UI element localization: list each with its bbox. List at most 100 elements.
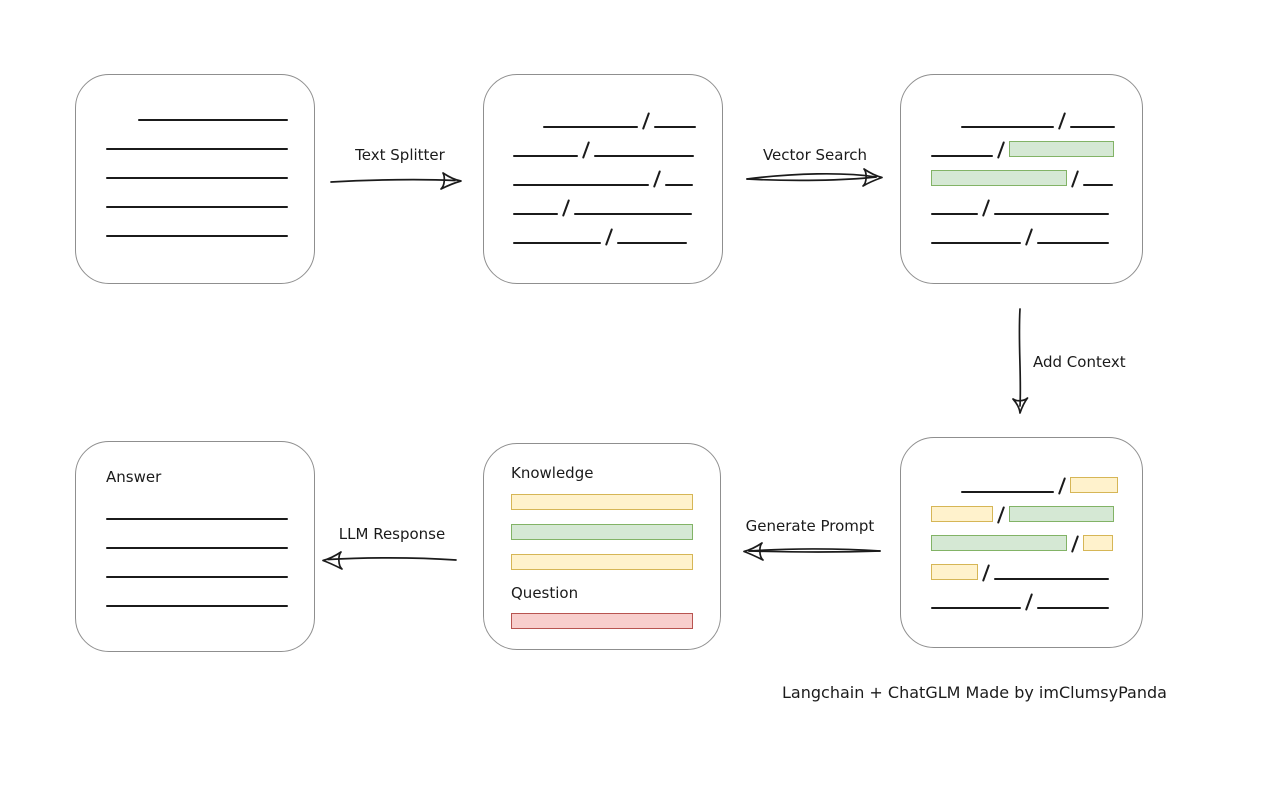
text-line <box>961 126 1054 128</box>
text-line <box>513 184 649 186</box>
text-line <box>1070 126 1115 128</box>
slash-separator <box>981 199 991 217</box>
slash-separator <box>981 564 991 582</box>
green-chunk <box>931 535 1067 551</box>
text-row <box>931 592 1142 611</box>
llm-response-arrow-icon <box>322 551 457 570</box>
context-added-box <box>900 437 1143 648</box>
text-line <box>961 491 1054 493</box>
text-line <box>106 547 288 549</box>
text-row <box>511 524 693 540</box>
text-row <box>931 169 1142 188</box>
slash-separator <box>1024 228 1034 246</box>
text-row <box>513 198 722 217</box>
text-line <box>106 177 288 179</box>
text-splitter-label: Text Splitter <box>355 146 445 164</box>
knowledge-bars <box>511 494 693 570</box>
green-chunk <box>931 170 1067 186</box>
text-line <box>513 155 578 157</box>
indent-gap <box>931 127 961 128</box>
text-row <box>931 140 1142 159</box>
text-line <box>1037 607 1109 609</box>
slash-separator <box>581 141 591 159</box>
text-row <box>513 227 722 246</box>
diagram-caption: Langchain + ChatGLM Made by imClumsyPand… <box>782 683 1167 702</box>
text-row <box>106 220 314 237</box>
context-added-rows <box>931 476 1142 611</box>
text-row <box>106 561 314 578</box>
text-row <box>106 191 314 208</box>
text-line <box>106 235 288 237</box>
answer-label: Answer <box>106 468 162 486</box>
vector-search-arrow-icon <box>746 168 883 187</box>
text-line <box>665 184 693 186</box>
yellow-chunk <box>511 554 693 570</box>
llm-response-label: LLM Response <box>338 525 446 543</box>
vector-search-label: Vector Search <box>762 146 868 164</box>
text-line <box>106 206 288 208</box>
text-row <box>106 133 314 150</box>
text-line <box>594 155 694 157</box>
text-line <box>513 213 558 215</box>
indent-gap <box>513 127 543 128</box>
text-row <box>931 505 1142 524</box>
text-row <box>106 104 314 121</box>
answer-box: Answer <box>75 441 315 652</box>
vector-matched-box <box>900 74 1143 284</box>
text-line <box>931 213 978 215</box>
red-chunk <box>511 613 693 629</box>
text-row <box>931 227 1142 246</box>
slash-separator <box>652 170 662 188</box>
text-line <box>654 126 696 128</box>
yellow-chunk <box>1083 535 1113 551</box>
source-document-box <box>75 74 315 284</box>
slash-separator <box>641 112 651 130</box>
text-line <box>106 518 288 520</box>
vector-matched-rows <box>931 111 1142 246</box>
text-row <box>511 554 693 570</box>
text-row <box>511 613 693 629</box>
indent-gap <box>931 492 961 493</box>
text-line <box>931 242 1021 244</box>
green-chunk <box>1009 141 1114 157</box>
question-bar <box>511 613 693 629</box>
split-text-box <box>483 74 723 284</box>
text-line <box>106 576 288 578</box>
prompt-box: Knowledge Question <box>483 443 721 650</box>
slash-separator <box>1070 535 1080 553</box>
text-line <box>994 213 1109 215</box>
add-context-label: Add Context <box>1033 353 1126 371</box>
slash-separator <box>1057 477 1067 495</box>
text-row <box>931 111 1142 130</box>
yellow-chunk <box>931 564 978 580</box>
slash-separator <box>561 199 571 217</box>
slash-separator <box>996 141 1006 159</box>
text-row <box>513 111 722 130</box>
generate-prompt-arrow-icon <box>743 542 881 561</box>
text-line <box>931 155 993 157</box>
split-text-rows <box>513 111 722 246</box>
green-chunk <box>511 524 693 540</box>
text-line <box>574 213 692 215</box>
green-chunk <box>1009 506 1114 522</box>
text-row <box>931 198 1142 217</box>
text-line <box>543 126 638 128</box>
slash-separator <box>604 228 614 246</box>
text-row <box>513 169 722 188</box>
text-line <box>617 242 687 244</box>
add-context-arrow-icon <box>1012 308 1029 414</box>
text-row <box>106 532 314 549</box>
text-line <box>513 242 601 244</box>
slash-separator <box>1057 112 1067 130</box>
text-row <box>931 563 1142 582</box>
text-row <box>931 534 1142 553</box>
text-line <box>106 148 288 150</box>
text-row <box>931 476 1142 495</box>
slash-separator <box>1024 593 1034 611</box>
text-row <box>511 494 693 510</box>
answer-lines <box>106 503 314 607</box>
question-label: Question <box>511 584 579 602</box>
text-row <box>513 140 722 159</box>
text-row <box>106 590 314 607</box>
text-row <box>106 162 314 179</box>
